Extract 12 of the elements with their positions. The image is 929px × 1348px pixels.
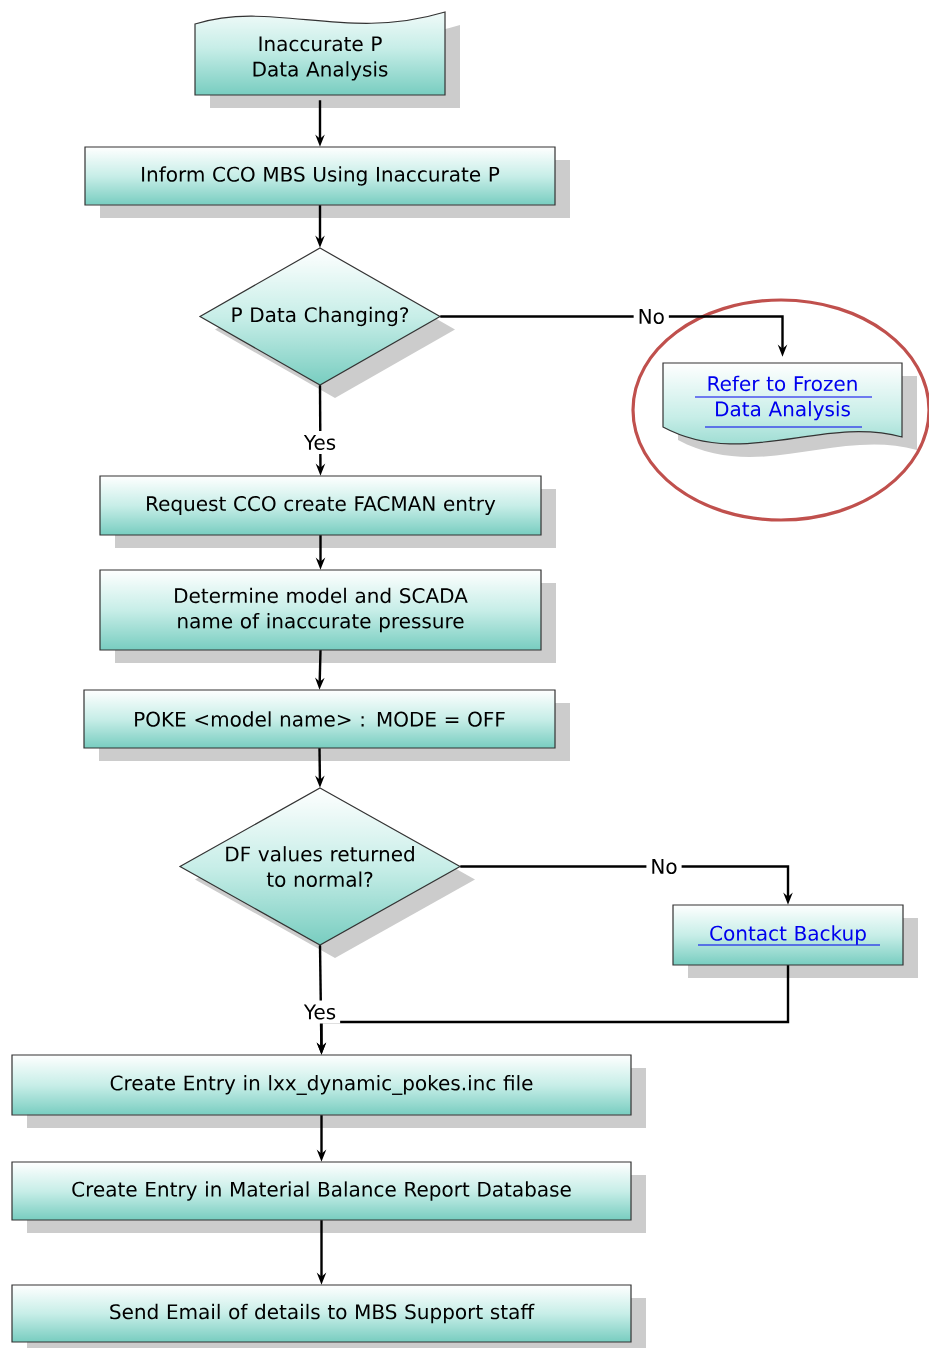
process-box: Inform CCO MBS Using Inaccurate P	[84, 146, 570, 218]
process-box: Send Email of details to MBS Support staff	[11, 1284, 646, 1348]
edge-label: No	[633, 305, 669, 328]
process-box: Request CCO create FACMAN entry	[99, 475, 556, 548]
process-box: Create Entry in lxx_dynamic_pokes.inc file	[11, 1054, 646, 1128]
process-box: Create Entry in Material Balance Report Database	[11, 1161, 646, 1233]
edge-label: Yes	[299, 431, 341, 454]
process-box: POKE <model name> : MODE = OFF	[83, 689, 570, 761]
process-box: Contact Backup	[672, 904, 918, 978]
process-box: Determine model and SCADA name of inaccurate pressure	[99, 569, 556, 663]
edge-label: No	[646, 855, 682, 878]
edge-label: Yes	[299, 1000, 341, 1024]
